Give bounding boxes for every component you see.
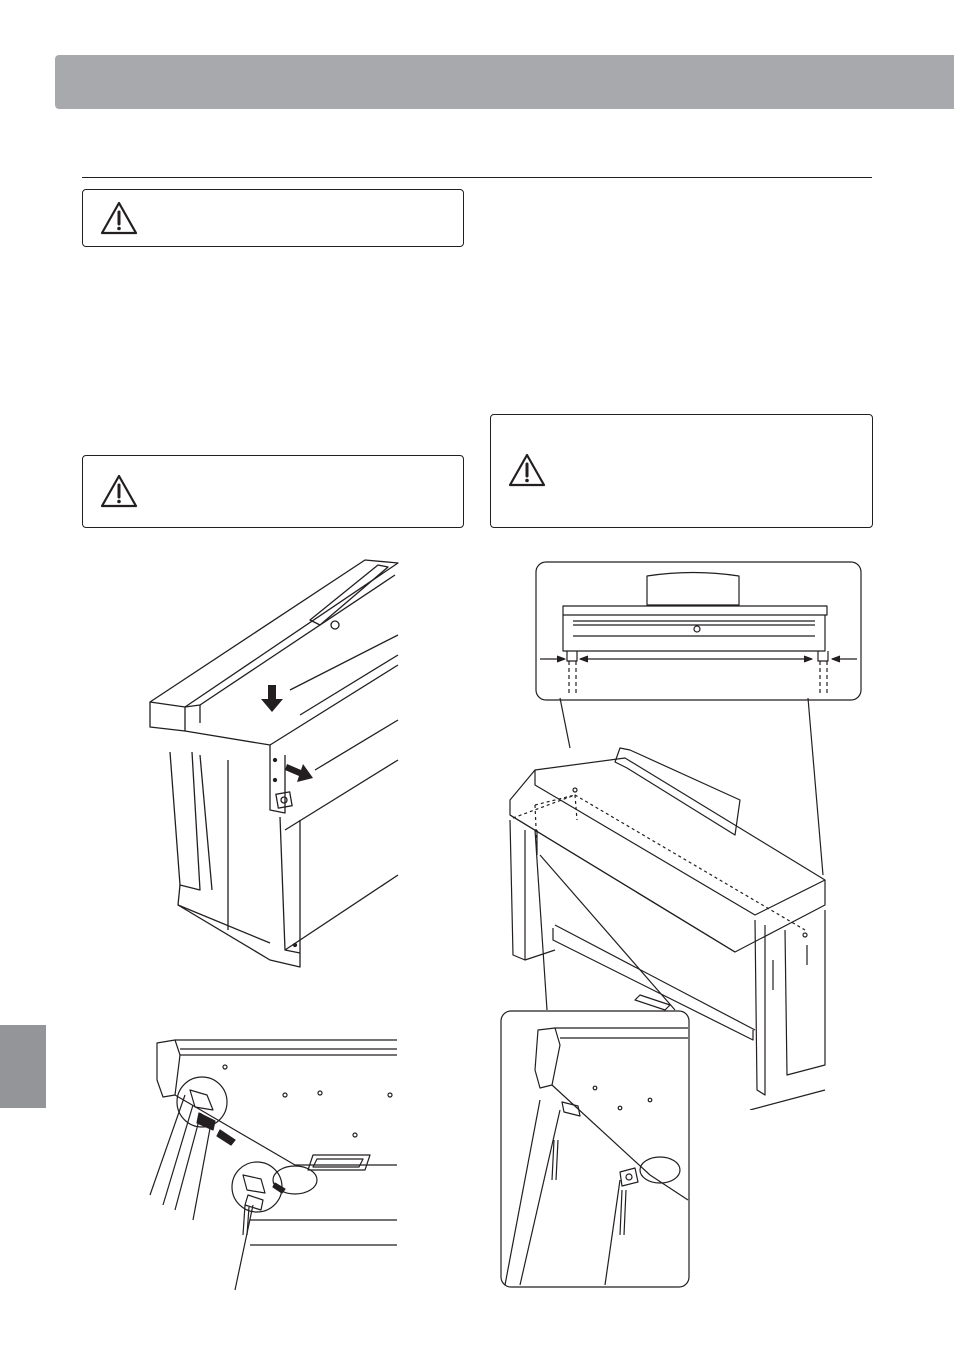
warning-triangle-icon [100,474,138,508]
chapter-side-tab [0,1025,46,1108]
figure-assembled-piano [495,690,840,1110]
warning-triangle-icon [508,453,546,487]
section-divider [82,177,872,178]
figure-top-board-placement [140,555,405,985]
figure-bracket-detail [145,1035,400,1295]
warning-triangle-icon [100,201,138,235]
caution-box-3 [490,414,873,528]
header-bar [55,55,954,109]
down-arrow-icon [261,685,283,712]
caution-box-1 [82,189,464,247]
caution-box-2 [82,455,464,528]
slide-arrow-icon [285,764,313,782]
figure-screw-detail [500,1010,690,1288]
figure-front-view-spacing [535,561,862,701]
